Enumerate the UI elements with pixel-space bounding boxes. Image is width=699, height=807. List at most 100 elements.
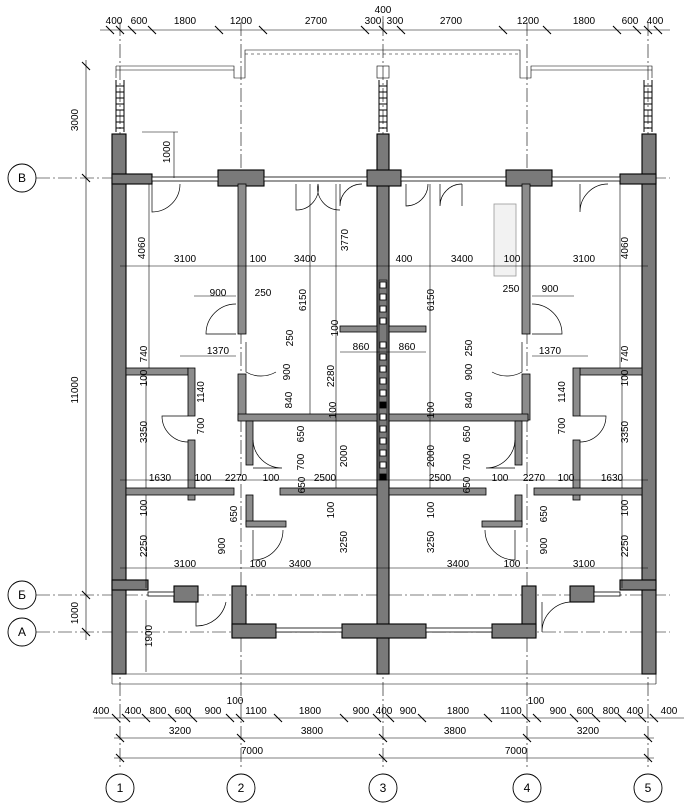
- dim-3350-right: 3350: [620, 420, 631, 443]
- left-dimension-chain: 3000 11000 1000 1000: [70, 60, 178, 640]
- dim-100-f: 100: [328, 401, 339, 418]
- dim-3400-bottom-left: 3400: [289, 559, 312, 570]
- dim-900-right: 900: [542, 284, 559, 295]
- dim-100-l: 100: [139, 499, 150, 516]
- dim-650-d: 650: [462, 476, 473, 493]
- axis-bubble-2: 2: [226, 773, 256, 803]
- dim-700-right: 700: [557, 417, 568, 434]
- axis-bubble-b: Б: [7, 580, 37, 610]
- windows: [147, 176, 621, 633]
- top-dim-7: 2700: [440, 16, 463, 27]
- dim-2000-left: 2000: [339, 444, 350, 467]
- bottom-dim-5: 100: [227, 696, 244, 707]
- left-dim-total: 11000: [70, 376, 81, 404]
- top-dimension-chain: 400 400 600 1800 1200 2700 300 300 2700 …: [100, 5, 670, 35]
- bottom-dim-13: 100: [528, 696, 545, 707]
- top-dim-0: 400: [106, 16, 123, 27]
- dim-100-i: 100: [263, 473, 280, 484]
- axis-label-v: В: [18, 171, 26, 185]
- dim-3400-right: 3400: [451, 254, 474, 265]
- bottom-dim-1: 400: [125, 706, 142, 717]
- dim-900-v: 900: [282, 363, 293, 380]
- dim-100-g: 100: [426, 401, 437, 418]
- dim-100-h: 100: [195, 473, 212, 484]
- doors: [151, 183, 609, 633]
- dim-1630-right: 1630: [601, 473, 624, 484]
- dim-900-x: 900: [217, 537, 228, 554]
- bottom-row2-1: 3800: [301, 726, 324, 737]
- top-dim-4: 2700: [305, 16, 328, 27]
- top-dim-6: 300: [387, 16, 404, 27]
- dim-2270-left: 2270: [225, 473, 248, 484]
- dim-3400-left: 3400: [294, 254, 317, 265]
- dim-700-a: 700: [296, 453, 307, 470]
- bottom-row2-0: 3200: [169, 726, 192, 737]
- dim-6150-right: 6150: [426, 288, 437, 311]
- dim-250-left: 250: [255, 288, 272, 299]
- dim-900-y: 900: [539, 537, 550, 554]
- dim-100-p: 100: [250, 559, 267, 570]
- bottom-dim-15: 600: [577, 706, 594, 717]
- bottom-dimension-chains: 400 400 800 600 900 100 1100 1800 900 40…: [93, 696, 684, 763]
- dim-3100-bottom-left: 3100: [174, 559, 197, 570]
- dim-100-j: 100: [492, 473, 509, 484]
- bathtub-outline: [493, 203, 517, 277]
- dim-100-e: 100: [620, 369, 631, 386]
- top-dim-2: 1800: [174, 16, 197, 27]
- dim-1370-left: 1370: [207, 346, 230, 357]
- axis-bubble-3: 3: [368, 773, 398, 803]
- dim-2500-left: 2500: [314, 473, 337, 484]
- terrace-ladder-left: [115, 80, 125, 132]
- dim-100-q: 100: [504, 559, 521, 570]
- top-dim-5: 300: [365, 16, 382, 27]
- axis-bubble-1: 1: [105, 773, 135, 803]
- dim-100-b: 100: [504, 254, 521, 265]
- dim-740-right: 740: [620, 345, 631, 362]
- left-dim-upper: 3000: [70, 108, 81, 131]
- dim-840-left: 840: [284, 391, 295, 408]
- dim-250-middle: 250: [285, 329, 296, 346]
- dim-3100-left: 3100: [174, 254, 197, 265]
- bottom-dim-4: 900: [205, 706, 222, 717]
- bottom-dim-6: 1100: [245, 706, 267, 717]
- left-dim-lower: 1000: [70, 601, 81, 624]
- dim-840-right: 840: [464, 391, 475, 408]
- axis-bubble-v: В: [7, 163, 37, 193]
- bottom-dim-17: 400: [627, 706, 644, 717]
- dim-3400-bottom-right: 3400: [447, 559, 470, 570]
- terrace-ladder-center: [378, 80, 388, 132]
- bottom-dim-0: 400: [93, 706, 110, 717]
- axis-label-1: 1: [117, 781, 124, 795]
- dim-700-b: 700: [462, 453, 473, 470]
- axis-label-b: Б: [18, 588, 26, 602]
- dim-1370-right: 1370: [539, 346, 562, 357]
- axis-label-a: А: [18, 625, 26, 639]
- bottom-dim-10: 900: [400, 706, 417, 717]
- terrace-ladder-right: [643, 80, 653, 132]
- top-dim-3: 1200: [230, 16, 253, 27]
- dim-3250-left: 3250: [339, 530, 350, 553]
- bottom-dim-16: 800: [603, 706, 620, 717]
- dim-100-a: 100: [250, 254, 267, 265]
- dim-3350-left: 3350: [139, 420, 150, 443]
- dim-100-d: 100: [139, 369, 150, 386]
- dim-3100-right: 3100: [573, 254, 596, 265]
- dim-860-left: 860: [353, 342, 370, 353]
- dim-6150-left: 6150: [298, 288, 309, 311]
- dim-1630-left: 1630: [149, 473, 172, 484]
- dim-100-k: 100: [558, 473, 575, 484]
- bottom-row2-3: 3200: [577, 726, 600, 737]
- bottom-dim-2: 800: [150, 706, 167, 717]
- dim-400-center: 400: [396, 254, 413, 265]
- dim-2270-right: 2270: [523, 473, 546, 484]
- top-dim-1: 600: [131, 16, 148, 27]
- bottom-dim-9: 400: [376, 706, 393, 717]
- axis-label-2: 2: [238, 781, 245, 795]
- dim-650-a: 650: [296, 425, 307, 442]
- dim-900-w: 900: [464, 363, 475, 380]
- dim-2250-right: 2250: [620, 534, 631, 557]
- axis-label-3: 3: [380, 781, 387, 795]
- dim-250-right: 250: [503, 284, 520, 295]
- base-plate: [111, 673, 657, 685]
